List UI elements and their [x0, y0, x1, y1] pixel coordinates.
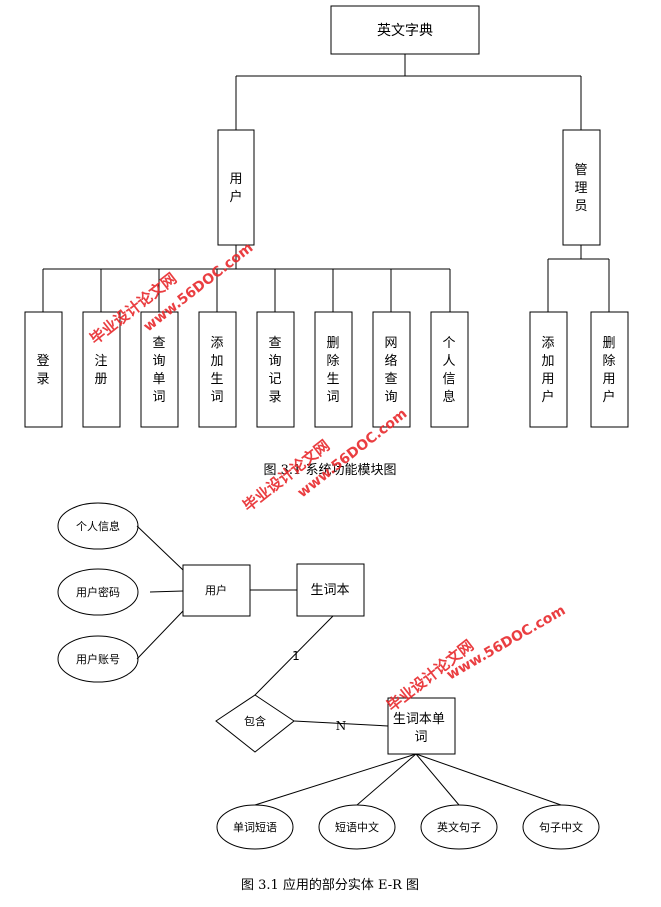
- function-label: 个人信息: [442, 336, 455, 405]
- word-entity: [387, 697, 456, 755]
- admin-box: [562, 129, 601, 246]
- connector-line: [293, 720, 389, 727]
- vocab-entity: [296, 563, 365, 617]
- attribute-label: 短语中文: [335, 820, 379, 834]
- function-box: [24, 311, 63, 428]
- function-label: 删除用户: [602, 336, 615, 405]
- attribute-label: 用户账号: [76, 652, 120, 666]
- connector-line: [356, 753, 417, 806]
- root-box: [330, 5, 480, 55]
- user-entity: [182, 564, 251, 617]
- function-box: [256, 311, 295, 428]
- er-labels: 个人信息 用户密码 用户账号 用户 生词本 包含 1 N 生词本单 词 单词短语…: [76, 519, 583, 893]
- connector-line: [254, 753, 417, 806]
- relationship-label: 包含: [244, 714, 266, 728]
- attribute-ellipse: [216, 804, 294, 850]
- attribute-label: 单词短语: [233, 820, 277, 834]
- function-box: [82, 311, 121, 428]
- function-label: 网络查询: [384, 336, 397, 405]
- attribute-label: 英文句子: [437, 820, 481, 834]
- attribute-ellipse: [57, 502, 139, 550]
- function-label: 查询记录: [268, 336, 281, 405]
- root-label: 英文字典: [377, 22, 433, 39]
- word-entity-label: 生词本单 词: [393, 712, 449, 745]
- function-label: 添加生词: [210, 336, 223, 405]
- function-box: [430, 311, 469, 428]
- vocab-entity-label: 生词本: [310, 583, 349, 598]
- connector-line: [136, 610, 184, 660]
- attribute-ellipse: [318, 804, 396, 850]
- connector-line: [254, 615, 334, 696]
- attribute-label: 用户密码: [76, 585, 120, 599]
- cardinality-many: N: [336, 719, 347, 733]
- function-label: 删除生词: [326, 336, 339, 405]
- function-label: 注册: [94, 354, 107, 387]
- function-box: [140, 311, 179, 428]
- function-box: [529, 311, 568, 428]
- attribute-label: 个人信息: [76, 519, 120, 533]
- er-caption: 图 3.1 应用的部分实体 E-R 图: [241, 877, 419, 893]
- admin-label: 管理员: [574, 163, 587, 214]
- function-label: 查询单词: [152, 336, 165, 405]
- cardinality-one: 1: [292, 649, 300, 663]
- function-label: 添加用户: [541, 336, 554, 405]
- connector-line: [136, 525, 184, 571]
- user-label: 用户: [229, 172, 242, 205]
- connector-line: [149, 590, 184, 593]
- attribute-ellipse: [57, 568, 139, 616]
- user-entity-label: 用户: [205, 583, 227, 597]
- attribute-ellipse: [57, 635, 139, 683]
- relationship-diamond: [215, 694, 295, 753]
- attribute-ellipse: [522, 804, 600, 850]
- function-box: [590, 311, 629, 428]
- attribute-ellipse: [420, 804, 498, 850]
- er-diagram: [57, 502, 600, 850]
- function-box: [198, 311, 237, 428]
- connector-line: [415, 753, 460, 806]
- function-box: [314, 311, 353, 428]
- user-box: [217, 129, 255, 246]
- function-label: 登录: [36, 354, 49, 387]
- function-box: [372, 311, 411, 428]
- attribute-label: 句子中文: [539, 820, 583, 834]
- connector-line: [415, 753, 562, 806]
- watermark-group: 毕业设计论文网 www.56DOC.com 毕业设计论文网 www.56DOC.…: [86, 240, 568, 715]
- module-caption: 图 3.1 系统功能模块图: [264, 463, 397, 478]
- module-diagram: [24, 5, 629, 428]
